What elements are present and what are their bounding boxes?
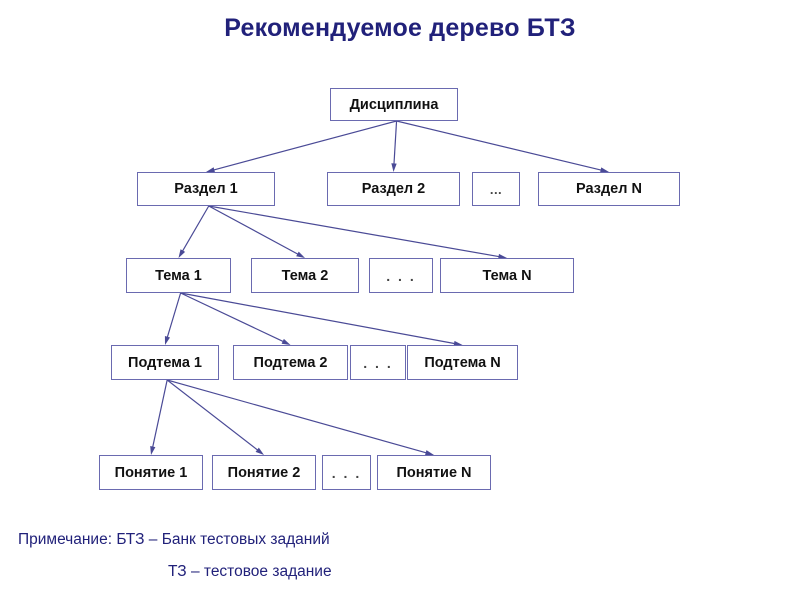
- tree-edge-topic-1-to-subtopic-2: [180, 292, 291, 345]
- tree-node-label: . . .: [363, 354, 393, 371]
- tree-node-label: . . .: [386, 267, 416, 284]
- tree-edge-subtopic-1-to-concept-n: [166, 379, 434, 456]
- tree-node-subtopic-1[interactable]: Подтема 1: [111, 345, 219, 380]
- tree-node-section-n[interactable]: Раздел N: [538, 172, 680, 206]
- tree-node-concept-2[interactable]: Понятие 2: [212, 455, 316, 490]
- tree-node-topic-2[interactable]: Тема 2: [251, 258, 359, 293]
- tree-node-label: Подтема N: [424, 354, 501, 371]
- tree-node-label: Тема 1: [155, 267, 202, 284]
- tree-edge-subtopic-1-to-concept-2: [166, 379, 264, 455]
- tree-node-label: Раздел N: [576, 181, 642, 197]
- tree-edge-topic-1-to-subtopic-1: [164, 292, 182, 345]
- tree-node-label: ...: [489, 181, 503, 197]
- note-line-tz: ТЗ – тестовое задание: [168, 563, 332, 580]
- tree-node-subtopic-2[interactable]: Подтема 2: [233, 345, 348, 380]
- tree-edge-discipline-to-section-2: [391, 120, 398, 172]
- tree-node-label: . . .: [331, 464, 362, 481]
- tree-node-label: Подтема 1: [128, 354, 202, 371]
- tree-edge-discipline-to-section-n: [396, 120, 609, 173]
- tree-node-label: Понятие N: [396, 464, 472, 481]
- tree-edge-section-1-to-topic-1: [178, 205, 210, 258]
- tree-node-label: Раздел 2: [361, 181, 426, 197]
- tree-node-section-1[interactable]: Раздел 1: [137, 172, 275, 206]
- tree-node-label: Понятие 1: [114, 464, 188, 481]
- tree-node-label: Подтема 2: [253, 354, 328, 371]
- tree-node-subtopic-ellipsis[interactable]: . . .: [350, 345, 406, 380]
- tree-node-concept-1[interactable]: Понятие 1: [99, 455, 203, 490]
- tree-node-label: Дисциплина: [349, 96, 439, 113]
- tree-edge-topic-1-to-subtopic-n: [180, 292, 463, 347]
- tree-edge-subtopic-1-to-concept-1: [150, 379, 168, 455]
- tree-node-label: Раздел 1: [174, 181, 238, 197]
- note-line-btz: Примечание: БТЗ – Банк тестовых заданий: [18, 531, 330, 548]
- tree-node-section-2[interactable]: Раздел 2: [327, 172, 460, 206]
- tree-node-concept-n[interactable]: Понятие N: [377, 455, 491, 490]
- tree-node-label: Тема 2: [281, 267, 329, 284]
- tree-edge-discipline-to-section-1: [206, 120, 397, 173]
- tree-node-topic-1[interactable]: Тема 1: [126, 258, 231, 293]
- tree-node-topic-n[interactable]: Тема N: [440, 258, 574, 293]
- tree-edge-section-1-to-topic-2: [208, 205, 305, 258]
- tree-node-subtopic-n[interactable]: Подтема N: [407, 345, 518, 380]
- tree-node-label: Тема N: [482, 267, 532, 284]
- tree-node-section-ellipsis[interactable]: ...: [472, 172, 520, 206]
- tree-edge-section-1-to-topic-n: [208, 205, 507, 260]
- slide-title: Рекомендуемое дерево БТЗ: [224, 14, 576, 42]
- tree-node-label: Понятие 2: [227, 464, 301, 481]
- tree-node-topic-ellipsis[interactable]: . . .: [369, 258, 433, 293]
- tree-node-discipline[interactable]: Дисциплина: [330, 88, 458, 121]
- tree-node-concept-ellipsis[interactable]: . . .: [322, 455, 371, 490]
